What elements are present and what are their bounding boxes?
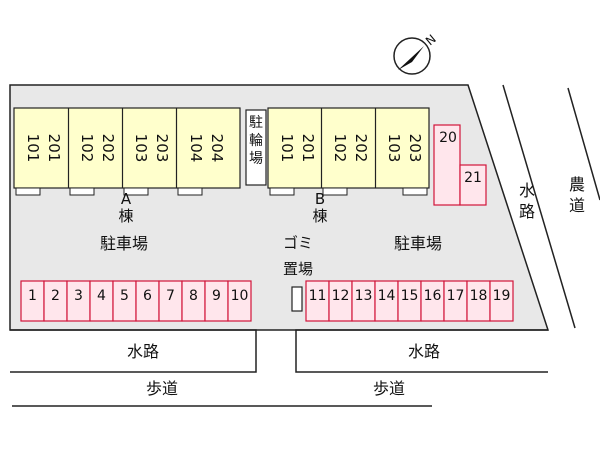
parking-space-number: 17	[447, 288, 465, 304]
building-b-label-char: 棟	[312, 207, 327, 225]
parking-space-number: 21	[464, 170, 482, 186]
unit-number-lower: 102	[78, 134, 96, 163]
unit-number-lower: 101	[278, 134, 296, 163]
sidewalk-label: 歩道	[373, 379, 405, 398]
unit-number-upper: 203	[406, 134, 424, 163]
building-b-label-char: B	[315, 190, 325, 208]
parking-space-20	[433, 124, 461, 206]
parking-space-number: 4	[97, 288, 106, 304]
parking-space-number: 13	[355, 288, 373, 304]
parking-space-number: 8	[189, 288, 198, 304]
bicycle-parking-label-char: 輪	[249, 132, 263, 149]
parking-space-number: 10	[231, 288, 249, 304]
building-a	[13, 107, 241, 196]
parking-space-number: 19	[493, 288, 511, 304]
farm-road-line	[567, 87, 600, 201]
parking-space-number: 1	[28, 288, 37, 304]
garbage-station	[291, 286, 303, 312]
building-a-label-char: A	[121, 190, 132, 208]
parking-area-label-left: 駐車場	[100, 234, 148, 253]
parking-row-right: 11 12 13 14 15 16 17 18 19	[305, 280, 514, 322]
waterway-right-line	[502, 84, 576, 329]
unit-number-lower: 103	[132, 134, 150, 163]
waterway-bottom-right-border	[295, 329, 548, 373]
unit-number-upper: 201	[45, 134, 63, 163]
garbage-label-part: 置場	[283, 260, 313, 278]
parking-space-19	[489, 280, 514, 322]
bicycle-parking-label-char: 場	[249, 151, 263, 167]
bicycle-parking-label-char: 駐	[249, 115, 263, 131]
waterway-label: 水路	[408, 342, 440, 361]
parking-space-number: 18	[470, 288, 488, 304]
building-b	[267, 107, 430, 196]
sidewalk-label: 歩道	[146, 379, 178, 398]
parking-space-number: 12	[332, 288, 350, 304]
waterway-right-label-char: 水	[519, 181, 535, 200]
unit-number-lower: 104	[187, 134, 205, 163]
parking-space-number: 15	[401, 288, 419, 304]
farm-road-label-char: 農	[569, 175, 585, 194]
unit-number-upper: 204	[208, 134, 226, 163]
parking-space-number: 3	[74, 288, 83, 304]
parking-space-number: 16	[424, 288, 442, 304]
unit-number-upper: 202	[99, 134, 117, 163]
parking-space-number: 6	[143, 288, 152, 304]
parking-space-number: 11	[309, 288, 327, 304]
parking-space-number: 9	[212, 288, 221, 304]
parking-space-number: 5	[120, 288, 129, 304]
unit-number-upper: 201	[299, 134, 317, 163]
compass: N	[393, 32, 439, 75]
garbage-label-part: ゴミ	[283, 234, 313, 252]
unit-number-lower: 102	[331, 134, 349, 163]
unit-number-upper: 203	[153, 134, 171, 163]
parking-area-label-right: 駐車場	[394, 234, 442, 253]
parking-space-number: 14	[378, 288, 396, 304]
compass-needle	[398, 46, 424, 70]
waterway-right-label-char: 路	[519, 202, 535, 221]
farm-road-label-char: 道	[569, 196, 585, 215]
parking-space-10	[227, 280, 252, 322]
waterway-bottom-left-border	[10, 329, 257, 373]
parking-space-number: 20	[439, 130, 457, 146]
unit-number-lower: 103	[385, 134, 403, 163]
unit-number-upper: 202	[352, 134, 370, 163]
bicycle-parking	[245, 109, 267, 186]
unit-number-lower: 101	[24, 134, 42, 163]
parking-space-number: 7	[166, 288, 175, 304]
waterway-label: 水路	[127, 342, 159, 361]
parking-space-number: 2	[51, 288, 60, 304]
building-a-label-char: 棟	[118, 207, 133, 225]
parking-space-21	[459, 164, 487, 206]
compass-north-icon	[393, 37, 431, 75]
